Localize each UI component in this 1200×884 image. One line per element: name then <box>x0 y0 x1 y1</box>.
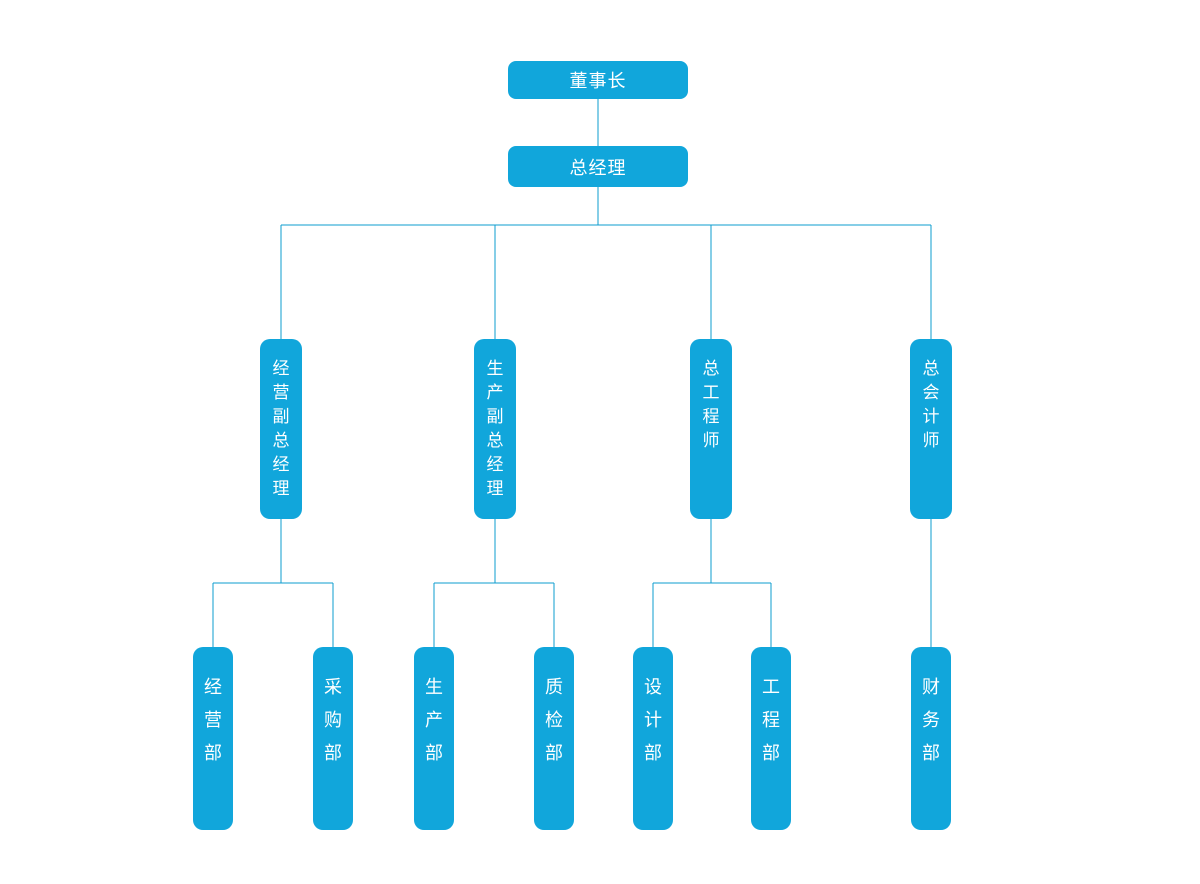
node-branch-chief-accountant[interactable]: 总会计师 <box>910 339 952 519</box>
node-dept-purchasing-label: 采购部 <box>324 677 342 764</box>
node-general-manager-label: 总经理 <box>569 157 627 179</box>
node-dept-quality-inspection[interactable]: 质检部 <box>534 647 574 830</box>
node-dept-finance-label: 财务部 <box>922 677 940 764</box>
node-dept-operations[interactable]: 经营部 <box>193 647 233 830</box>
node-dept-design-label: 设计部 <box>644 677 662 764</box>
node-dept-purchasing[interactable]: 采购部 <box>313 647 353 830</box>
node-chairman[interactable]: 董事长 <box>508 61 688 99</box>
node-chairman-label: 董事长 <box>569 71 627 92</box>
node-branch-operations-vice-gm-label: 经营副总经理 <box>272 359 290 499</box>
node-branch-chief-engineer-label: 总工程师 <box>702 359 720 451</box>
node-dept-engineering-label: 工程部 <box>762 677 780 764</box>
node-dept-operations-label: 经营部 <box>204 677 222 764</box>
node-dept-finance[interactable]: 财务部 <box>911 647 951 830</box>
node-dept-production-label: 生产部 <box>425 677 443 764</box>
node-branch-chief-engineer[interactable]: 总工程师 <box>690 339 732 519</box>
node-dept-production[interactable]: 生产部 <box>414 647 454 830</box>
node-dept-quality-inspection-label: 质检部 <box>545 677 563 764</box>
node-general-manager[interactable]: 总经理 <box>508 146 688 187</box>
node-dept-engineering[interactable]: 工程部 <box>751 647 791 830</box>
node-branch-production-vice-gm-label: 生产副总经理 <box>486 359 504 499</box>
node-dept-design[interactable]: 设计部 <box>633 647 673 830</box>
node-branch-production-vice-gm[interactable]: 生产副总经理 <box>474 339 516 519</box>
node-branch-chief-accountant-label: 总会计师 <box>922 359 940 451</box>
node-branch-operations-vice-gm[interactable]: 经营副总经理 <box>260 339 302 519</box>
